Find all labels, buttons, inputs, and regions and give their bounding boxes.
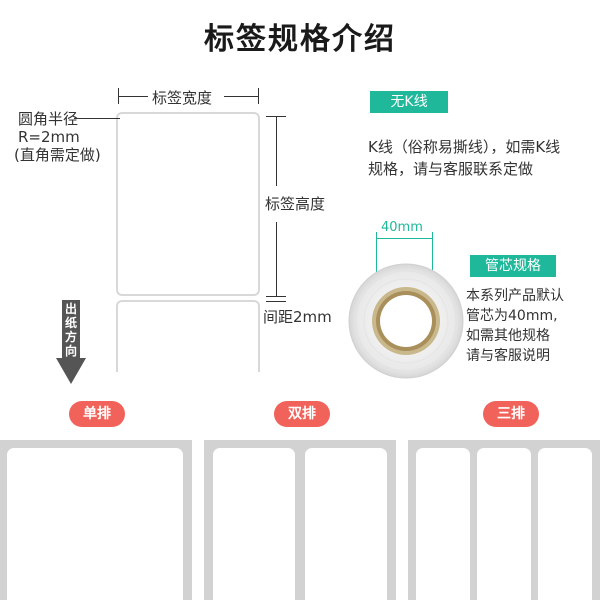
label-roll — [347, 262, 465, 380]
double-label-left — [213, 448, 295, 600]
width-dim-tick-right — [258, 88, 259, 104]
core-dim-text: 40mm — [381, 220, 423, 235]
label-top — [116, 112, 260, 296]
page-title: 标签规格介绍 — [204, 22, 396, 57]
height-dim-line-top — [276, 116, 277, 186]
triple-label-right — [538, 448, 592, 600]
roll-icon — [348, 263, 464, 379]
layout-single-pill: 单排 — [69, 401, 125, 427]
layout-triple-pill: 三排 — [483, 401, 539, 427]
core-spec-tag: 管芯规格 — [470, 255, 556, 277]
corner-radius-note: 圆角半径 R=2mm (直角需定做) — [14, 110, 101, 164]
triple-label-middle — [477, 448, 531, 600]
core-spec-description: 本系列产品默认 管芯为40mm, 如需其他规格 请与客服说明 — [466, 288, 564, 364]
corner-pointer-line — [74, 118, 120, 119]
width-dim-line-left — [118, 96, 148, 97]
height-dim-line-bottom — [276, 222, 277, 296]
layout-double-pill: 双排 — [274, 401, 330, 427]
panel-single — [0, 440, 192, 600]
corner-radius-title: 圆角半径 — [18, 110, 79, 128]
corner-radius-custom: (直角需定做) — [14, 146, 101, 164]
core-dim-tick-right — [432, 232, 433, 284]
no-k-line-description: K线（俗称易撕线），如需K线 规格，请与客服联系定做 — [368, 138, 561, 178]
double-label-right — [305, 448, 387, 600]
no-k-line-tag: 无K线 — [370, 91, 448, 113]
label-fade — [100, 372, 280, 392]
triple-label-left — [416, 448, 470, 600]
core-dim-line — [376, 238, 433, 239]
label-height-text: 标签高度 — [265, 195, 326, 213]
width-dim-line-right — [224, 96, 258, 97]
height-dim-tick-bottom — [266, 296, 286, 297]
paper-direction-arrow — [56, 300, 86, 384]
single-label — [7, 448, 183, 600]
label-width-text: 标签宽度 — [152, 89, 213, 107]
panel-triple — [408, 440, 600, 600]
corner-radius-value: R=2mm — [18, 128, 80, 146]
gap-tick-bottom — [266, 301, 286, 302]
panel-double — [204, 440, 396, 600]
gap-text: 间距2mm — [263, 308, 332, 326]
down-arrow-icon — [56, 300, 86, 384]
core-dim-tick-left — [376, 232, 377, 284]
paper-direction-text: 出 纸 方 向 — [64, 302, 77, 358]
